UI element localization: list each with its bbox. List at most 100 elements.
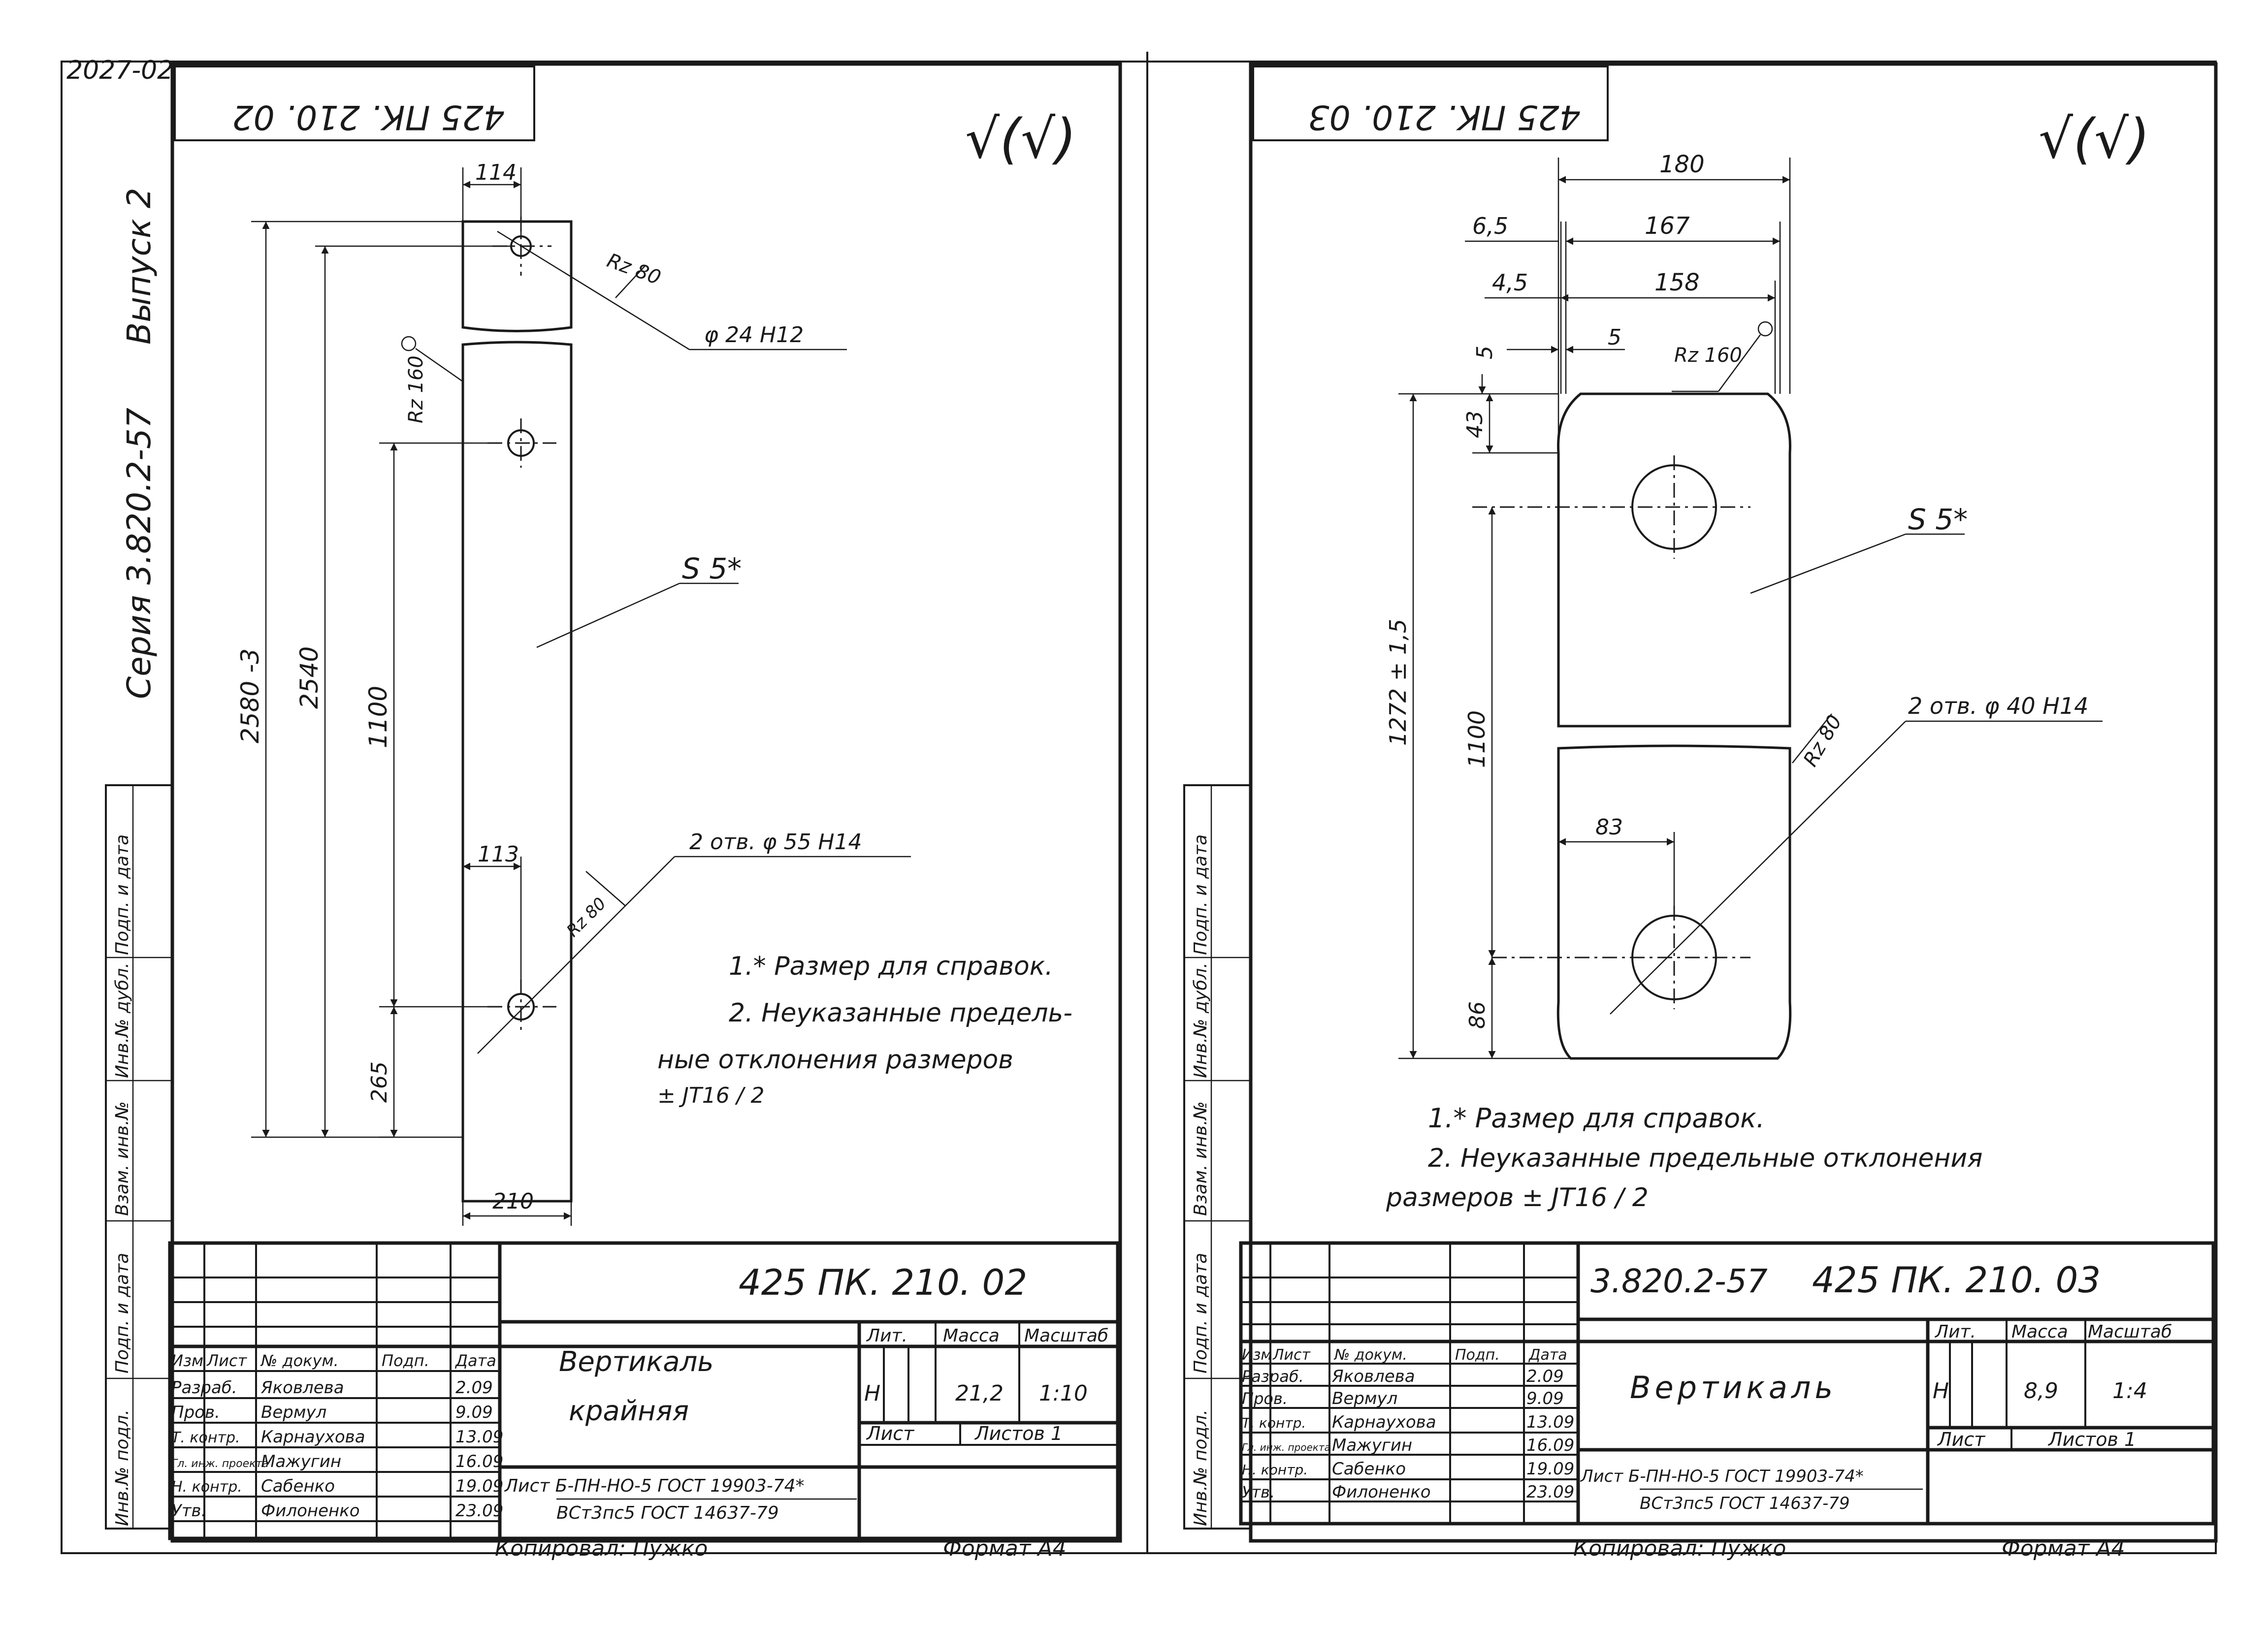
tb-col-header: Изм (171, 1351, 203, 1370)
tb-title: крайняя (569, 1395, 689, 1427)
tb-col-header: Дата (1528, 1346, 1567, 1364)
tb-title: Вертикаль (1630, 1370, 1837, 1405)
note: ные отклонения размеров (657, 1045, 1013, 1075)
tb-role: Пров. (1242, 1389, 1288, 1408)
sheet-border (61, 61, 2217, 1554)
title-block: 425 ПК. 210. 02 Вертикаль крайняя Изм Ли… (168, 1241, 1120, 1540)
side-stamp-label: Подп. и дата (112, 1253, 132, 1373)
side-stamp-label: Взам. инв.№ (1191, 1101, 1211, 1216)
tb-name: Яковлева (1331, 1367, 1415, 1386)
tb-name: Карнаухова (261, 1427, 365, 1447)
tb-role: Утв. (171, 1501, 206, 1521)
note: 2. Неуказанные предельные отклонения (1428, 1144, 1982, 1173)
tb-date: 2.09 (1526, 1367, 1564, 1386)
roughness-label: Rz 160 (405, 355, 427, 423)
tb-date: 13.09 (455, 1427, 503, 1447)
dim-label: 1272 ± 1,5 (1385, 619, 1411, 746)
tb-date: 23.09 (1526, 1482, 1574, 1502)
top-label: 425 ПК. 210. 02 (232, 97, 505, 136)
footer-copied: Копировал: Пужко (495, 1536, 708, 1561)
holes-callout: 2 отв. φ 55 H14 (689, 830, 862, 855)
tb-col-header: Дата (454, 1351, 496, 1370)
roughness-label: Rz 160 (1674, 344, 1742, 367)
tb-designation: 425 ПК. 210. 03 (1812, 1259, 2101, 1301)
dim-label: 180 (1659, 151, 1705, 178)
tb-mass-header: Масса (2011, 1322, 2068, 1342)
tb-name: Вермул (1332, 1389, 1397, 1408)
tb-name: Карнаухова (1332, 1412, 1436, 1432)
tb-role: Н. контр. (171, 1478, 242, 1496)
roughness-label: Rz 80 (604, 249, 664, 289)
footer-format: Формат А4 (2002, 1536, 2125, 1561)
series-label: Серия 3.820.2-57 (120, 408, 158, 699)
dim-label: 114 (475, 160, 517, 185)
note: размеров ± JT16 / 2 (1386, 1183, 1649, 1213)
thickness-label: S 5* (682, 552, 742, 585)
top-label: 425 ПК. 210. 03 (1308, 97, 1581, 136)
tb-material: ВСт3пс5 ГОСТ 14637-79 (556, 1503, 779, 1523)
tb-col-header: № докум. (260, 1351, 339, 1370)
tb-name: Сабенко (1332, 1459, 1406, 1479)
side-stamp (1183, 784, 1252, 1530)
side-stamp-label: Инв.№ подл. (1191, 1409, 1211, 1526)
tb-mass-value: 8,9 (2024, 1378, 2058, 1404)
tb-scale-value: 1:4 (2112, 1378, 2147, 1404)
tb-designation: 425 ПК. 210. 02 (739, 1262, 1027, 1303)
dim-label: 86 (1465, 1001, 1490, 1029)
dim-label: 5 (1608, 325, 1621, 350)
dim-label: 167 (1645, 212, 1690, 240)
tb-col-header: Изм (1242, 1346, 1272, 1364)
tb-name: Мажугин (261, 1452, 341, 1471)
tb-name: Филоненко (1332, 1482, 1431, 1502)
tb-role: Пров. (171, 1403, 220, 1422)
tb-material: Лист Б-ПН-НО-5 ГОСТ 19903-74* (504, 1476, 805, 1496)
tb-date: 23.09 (455, 1501, 503, 1521)
side-stamp-label: Инв.№ дубл. (1191, 962, 1211, 1078)
holes-callout: 2 отв. φ 40 H14 (1908, 693, 2088, 719)
roughness-symbol: √(√) (2039, 107, 2150, 170)
tb-date: 13.09 (1526, 1412, 1574, 1432)
tb-role: Гл. инж. проекта (171, 1458, 269, 1470)
tb-sheet-label: Лист (1937, 1429, 1986, 1450)
dim-label: 2540 (295, 646, 324, 709)
tb-date: 2.09 (455, 1378, 493, 1398)
issue-label: Выпуск 2 (120, 188, 158, 345)
tb-name: Сабенко (261, 1476, 335, 1496)
tb-title: Вертикаль (559, 1346, 713, 1378)
roughness-label: Rz 80 (1799, 711, 1847, 770)
tb-name: Яковлева (260, 1378, 344, 1398)
tb-col-header: Лист (206, 1351, 247, 1370)
dim-label: 158 (1654, 269, 1700, 296)
top-label-box (1252, 65, 1609, 141)
tb-date: 16.09 (1526, 1436, 1574, 1455)
tb-role: Утв. (1242, 1483, 1275, 1501)
tb-date: 16.09 (455, 1452, 503, 1471)
side-stamp-label: Инв.№ дубл. (112, 962, 132, 1078)
part-upper (461, 220, 573, 332)
tb-col-header: Лист (1272, 1346, 1311, 1364)
tb-name: Филоненко (261, 1501, 360, 1521)
title-block: 3.820.2-57 425 ПК. 210. 03 Вертикаль Изм… (1239, 1241, 2215, 1526)
tb-sheet-label: Лист (866, 1423, 915, 1444)
footer-copied: Копировал: Пужко (1573, 1536, 1786, 1561)
tb-lit-header: Лит. (866, 1326, 907, 1346)
dim-label: 6,5 (1472, 213, 1508, 239)
note: 1.* Размер для справок. (1428, 1103, 1765, 1134)
tb-scale-header: Масштаб (2088, 1322, 2172, 1342)
side-stamp-label: Подп. и дата (1191, 1253, 1211, 1373)
side-stamp (105, 784, 173, 1530)
roughness-symbol: √(√) (965, 107, 1076, 170)
tb-date: 19.09 (455, 1476, 503, 1496)
tb-col-header: № докум. (1333, 1346, 1407, 1364)
dim-label: 210 (492, 1189, 534, 1214)
corner-code: 2027-02 (66, 56, 173, 85)
hole-callout-top: φ 24 H12 (704, 322, 804, 348)
tb-lit-header: Лит. (1934, 1322, 1976, 1342)
side-stamp-label: Взам. инв.№ (112, 1101, 132, 1216)
note: ± JT16 / 2 (657, 1083, 765, 1108)
tb-col-header: Подп. (1455, 1346, 1500, 1364)
tb-lit-value: Н (1933, 1378, 1949, 1404)
side-stamp-label: Подп. и дата (1191, 834, 1211, 955)
dim-label: 1100 (364, 686, 392, 748)
tb-role: Т. контр. (1242, 1415, 1306, 1431)
